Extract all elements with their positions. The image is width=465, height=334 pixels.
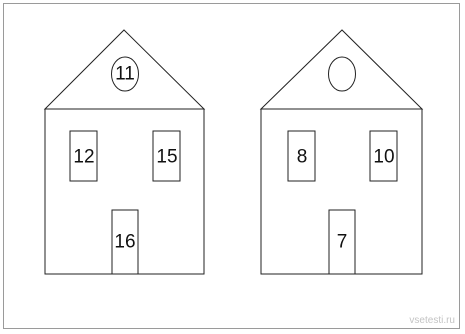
house-right-door-number: 7 <box>337 232 348 253</box>
site-watermark: vsetesti.ru <box>409 315 455 326</box>
house-right-attic-window <box>329 57 356 91</box>
house-left-window-right-number: 15 <box>156 147 177 168</box>
house-right-window-right-number: 10 <box>373 147 394 168</box>
house-right-window-left-number: 8 <box>297 147 308 168</box>
house-left-window-left-number: 12 <box>73 147 94 168</box>
house-left-door-number: 16 <box>114 232 135 253</box>
house-right-roof <box>261 30 422 109</box>
house-left-attic-number: 11 <box>115 64 135 85</box>
